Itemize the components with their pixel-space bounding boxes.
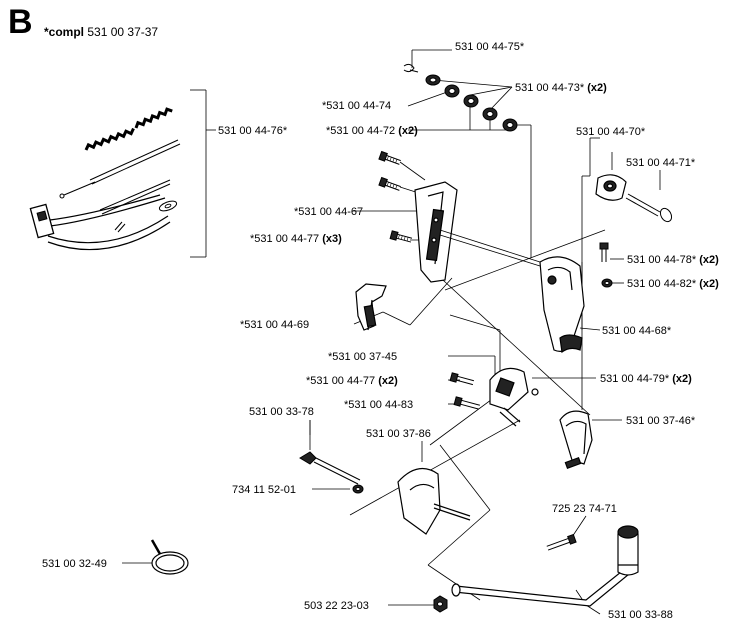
eyelet-terminal-icon <box>158 200 178 212</box>
part-labels: 531 00 44-75* 531 00 44-73* (x2) *531 00… <box>42 41 719 621</box>
screw-icon <box>453 396 480 410</box>
washer-icon <box>444 84 460 98</box>
compl-part-number: 531 00 37-37 <box>87 25 159 39</box>
part-number: *531 00 44-72 <box>326 125 395 137</box>
spring-coil-icon <box>84 127 135 151</box>
cable-connector-icon <box>29 203 55 239</box>
part-label: 531 00 44-82* (x2) <box>627 278 719 290</box>
handle-bar-icon <box>451 525 639 607</box>
part-label: 531 00 44-75* <box>455 41 525 53</box>
part-label: 531 00 37-86 <box>366 428 431 440</box>
screw-icon <box>378 150 401 165</box>
part-number: *531 00 44-77 <box>250 233 319 245</box>
handle-half-icon <box>414 181 458 283</box>
part-quantity: (x2) <box>699 254 719 266</box>
part-label: *531 00 44-77 (x2) <box>306 375 398 387</box>
part-label: 531 00 44-71* <box>626 157 696 169</box>
screw-icon <box>449 372 475 386</box>
part-label: 531 00 44-79* (x2) <box>600 373 692 385</box>
compl-prefix: *compl <box>44 25 85 39</box>
part-label: *531 00 44-74 <box>322 100 391 112</box>
throttle-trigger-icon <box>355 283 387 331</box>
part-label: 531 00 44-73* (x2) <box>515 82 607 94</box>
part-label: *531 00 44-77 (x3) <box>250 233 342 245</box>
washer-icon <box>601 278 613 288</box>
washer-icon <box>425 74 441 86</box>
throttle-housing-icon <box>539 256 585 354</box>
part-quantity: (x3) <box>322 233 342 245</box>
part-label: 531 00 32-49 <box>42 558 107 570</box>
part-label: 531 00 37-46* <box>626 415 696 427</box>
part-label: 531 00 44-68* <box>602 325 672 337</box>
washer-stack <box>403 63 518 132</box>
trigger-pin-icon <box>625 193 673 223</box>
part-number: 531 00 44-82* <box>627 278 697 290</box>
part-label: *531 00 44-69 <box>240 319 309 331</box>
part-label: *531 00 44-72 (x2) <box>326 125 418 137</box>
wing-bolt-icon <box>299 451 361 485</box>
part-label: 734 11 52-01 <box>232 484 296 496</box>
part-label: 531 00 44-78* (x2) <box>627 254 719 266</box>
washer-icon <box>502 118 518 132</box>
part-label: 531 00 44-76* <box>218 125 288 137</box>
throttle-cable-assembly <box>29 107 181 251</box>
part-label: *531 00 44-83 <box>344 399 413 411</box>
screw-group <box>378 150 609 551</box>
washer-icon <box>352 484 364 494</box>
part-label: 531 00 33-78 <box>249 406 314 418</box>
part-quantity: (x2) <box>672 373 692 385</box>
complete-assembly-note: *compl 531 00 37-37 <box>44 25 158 39</box>
part-number: 531 00 44-73* <box>515 82 585 94</box>
link-bracket-icon <box>489 367 539 427</box>
screw-icon <box>378 176 401 191</box>
washer-icon <box>463 94 479 108</box>
cable-tie-icon <box>150 539 189 575</box>
part-quantity: (x2) <box>378 375 398 387</box>
screw-icon <box>546 533 577 551</box>
part-number: 531 00 44-78* <box>627 254 697 266</box>
part-label: 725 23 74-71 <box>552 503 617 515</box>
part-label: *531 00 37-45 <box>328 351 397 363</box>
part-quantity: (x2) <box>587 82 607 94</box>
nut-icon <box>433 595 448 613</box>
part-quantity: (x2) <box>398 125 418 137</box>
section-letter: B <box>8 3 33 41</box>
part-quantity: (x2) <box>699 278 719 290</box>
part-number: 531 00 44-79* <box>600 373 670 385</box>
screw-icon <box>389 230 413 243</box>
spring-clip-icon <box>403 63 419 73</box>
part-label: *531 00 44-67 <box>294 206 363 218</box>
part-label: 531 00 33-88 <box>608 609 673 621</box>
part-number: *531 00 44-77 <box>306 375 375 387</box>
part-label: 531 00 44-70* <box>576 126 646 138</box>
washer-icon <box>482 107 498 121</box>
handle-clamp-icon <box>559 410 593 469</box>
screw-icon <box>599 242 609 262</box>
part-label: 503 22 23-03 <box>304 600 369 612</box>
mounting-bracket-icon <box>397 467 471 535</box>
throttle-cover-icon <box>595 174 627 201</box>
spring-coil-icon <box>134 107 173 129</box>
